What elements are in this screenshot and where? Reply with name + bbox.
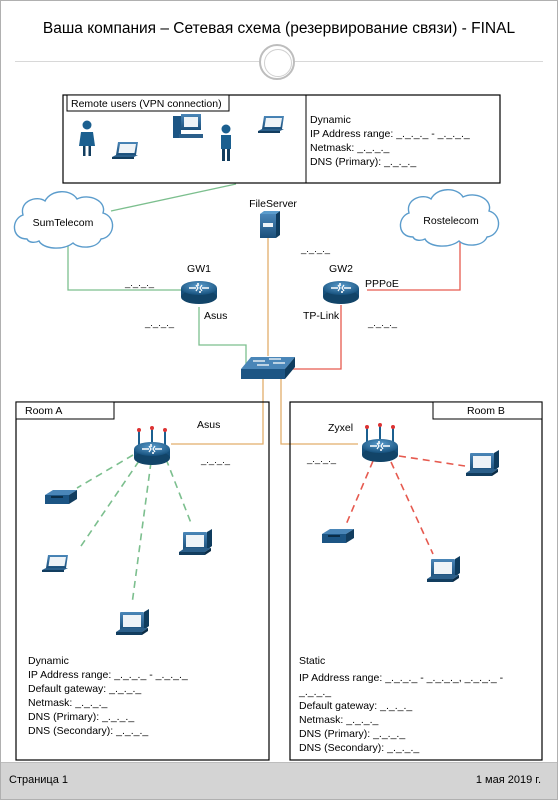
gw1-label: GW1 [187, 263, 211, 275]
server-icon [260, 211, 280, 238]
room-b-gateway: Default gateway: _._._._ [299, 700, 412, 712]
cloud-icon [13, 191, 114, 249]
remote-users-title: Remote users (VPN connection) [71, 98, 222, 110]
room-b-dns-primary: DNS (Primary): _._._._ [299, 728, 405, 740]
room-b-mode: Static [299, 655, 325, 667]
gw1-wan-ip: _._._._ [124, 278, 155, 289]
room-a-title: Room A [25, 405, 62, 417]
page-footer: Страница 1 1 мая 2019 г. [1, 762, 557, 799]
room-a-netmask: Netmask: _._._._ [28, 697, 108, 709]
remote-users-netmask: Netmask: _._._._ [310, 142, 390, 154]
room-b-ip-range-cont: _._._._ [298, 686, 331, 698]
room-b-router-label: Zyxel [328, 422, 353, 434]
gw2-label: GW2 [329, 263, 353, 275]
fileserver-ip: _._._._ [300, 244, 331, 255]
logo-circle-icon [259, 44, 295, 80]
gw2-lan-ip: _._._._ [367, 318, 398, 329]
remote-users-dns: DNS (Primary): _._._._ [310, 156, 416, 168]
room-b-box [289, 401, 543, 761]
gw2-protocol: PPPoE [365, 278, 399, 290]
female-user-icon [79, 120, 95, 156]
desktop-pc-icon [116, 609, 149, 635]
desktop-pc-icon [466, 450, 499, 476]
room-a-gateway: Default gateway: _._._._ [28, 683, 141, 695]
page-date: 1 мая 2019 г. [475, 774, 541, 786]
router-icon [180, 280, 218, 305]
room-b-router-ip: _._._._ [306, 454, 337, 465]
printer-icon [45, 490, 77, 504]
switch-icon [241, 357, 295, 379]
room-a-dns-primary: DNS (Primary): _._._._ [28, 711, 134, 723]
room-b-dns-secondary: DNS (Secondary): _._._._ [299, 742, 419, 754]
wireless-router-icon [362, 423, 398, 462]
room-a-router-ip: _._._._ [200, 455, 231, 466]
room-b-netmask: Netmask: _._._._ [299, 714, 379, 726]
gw1-lan-ip: _._._._ [144, 318, 175, 329]
page-number: Страница 1 [9, 774, 69, 786]
isp-rostelecom-label: Rostelecom [423, 215, 479, 227]
printer-icon [322, 529, 354, 543]
remote-users-mode: Dynamic [310, 114, 351, 126]
desktop-pc-icon [427, 556, 460, 582]
laptop-icon [42, 555, 68, 572]
gw1-brand: Asus [204, 310, 227, 322]
room-a-router-label: Asus [197, 419, 220, 431]
room-a-ip-range: IP Address range: _._._._ - _._._._ [28, 669, 188, 681]
remote-users-ip-range: IP Address range: _._._._ - _._._._ [310, 128, 470, 140]
room-b-ip-range: IP Address range: _._._._ - _._._._, _._… [299, 672, 504, 684]
wireless-router-icon [134, 426, 170, 465]
room-b-title: Room B [467, 405, 505, 417]
room-a-dns-secondary: DNS (Secondary): _._._._ [28, 725, 148, 737]
router-icon [322, 280, 360, 305]
isp-sumtelecom-label: SumTelecom [33, 217, 94, 229]
page-title: Ваша компания – Сетевая схема (резервиро… [42, 20, 516, 37]
gw2-brand: TP-Link [303, 310, 340, 322]
workstation-icon [173, 114, 203, 138]
desktop-pc-icon [179, 529, 212, 555]
male-user-icon [221, 124, 231, 161]
room-a-mode: Dynamic [28, 655, 69, 667]
room-a-box [15, 401, 270, 761]
cloud-icon [399, 189, 500, 247]
fileserver-label: FileServer [249, 198, 297, 210]
